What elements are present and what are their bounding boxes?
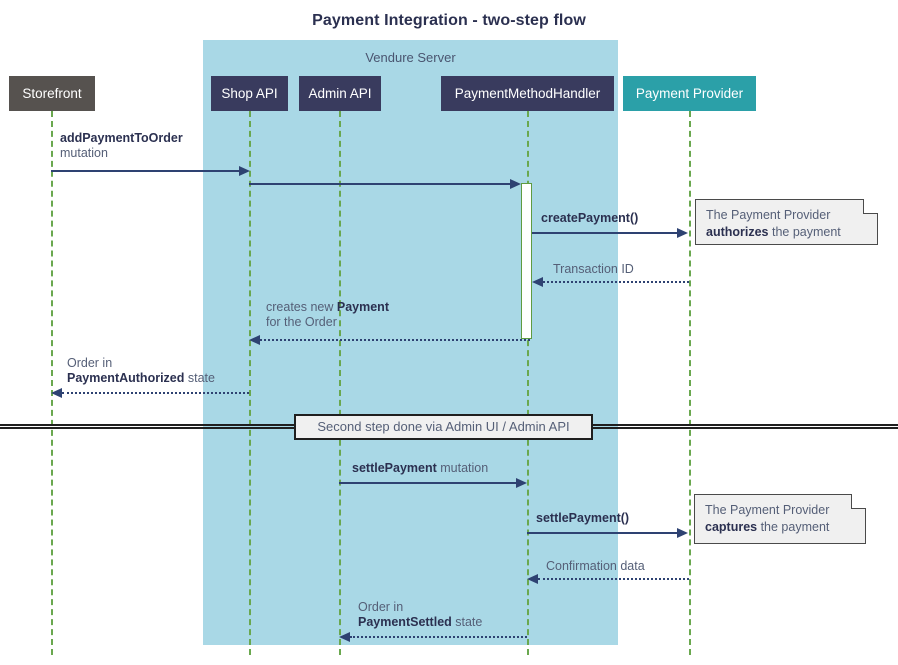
message-plain-text: mutation xyxy=(60,146,108,160)
message-bold-text: settlePayment() xyxy=(536,511,630,525)
message-line-shop-api-to-handler xyxy=(249,183,510,185)
lifeline-storefront xyxy=(51,111,53,655)
message-plain-text: Transaction ID xyxy=(553,262,634,276)
message-line-order-payment-settled xyxy=(350,636,527,638)
message-line-order-payment-authorized xyxy=(62,392,249,394)
activation-bar-payment-method-handler xyxy=(521,183,532,339)
message-label-confirmation-data: Confirmation data xyxy=(546,559,645,574)
message-line-create-payment xyxy=(532,232,677,234)
participant-storefront[interactable]: Storefront xyxy=(9,76,95,111)
arrow-head-confirmation-data xyxy=(527,574,538,584)
message-line-settle-payment-call xyxy=(527,532,677,534)
message-label-create-payment: createPayment() xyxy=(541,211,638,226)
note-line-1: The Payment Provider xyxy=(706,208,831,222)
note-fold-corner-icon xyxy=(863,199,878,214)
participant-payment-provider[interactable]: Payment Provider xyxy=(623,76,756,111)
message-label-order-payment-settled: Order in PaymentSettled state xyxy=(358,600,482,630)
message-line-settle-payment-mutation xyxy=(339,482,516,484)
message-line-2-plain: state xyxy=(184,371,215,385)
arrow-head-transaction-id xyxy=(532,277,543,287)
participant-admin-api[interactable]: Admin API xyxy=(299,76,381,111)
message-label-add-payment-to-order: addPaymentToOrder mutation xyxy=(60,131,183,161)
page-title: Payment Integration - two-step flow xyxy=(312,12,586,29)
message-line-creates-new-payment xyxy=(260,339,530,341)
note-line-2-tail: the payment xyxy=(768,225,841,239)
arrow-head-creates-new-payment xyxy=(249,335,260,345)
arrow-head-settle-payment-call xyxy=(677,528,688,538)
message-line-2-bold: PaymentSettled xyxy=(358,615,452,629)
message-label-creates-new-payment: creates new Payment for the Order xyxy=(266,300,389,330)
note-line-1: The Payment Provider xyxy=(705,503,830,517)
note-bold-word: captures xyxy=(705,520,758,534)
message-label-order-payment-authorized: Order in PaymentAuthorized state xyxy=(67,356,215,386)
message-label-transaction-id: Transaction ID xyxy=(553,262,634,277)
note-fold-corner-icon xyxy=(851,494,866,509)
message-line-add-payment-to-order xyxy=(51,170,239,172)
participant-payment-method-handler[interactable]: PaymentMethodHandler xyxy=(441,76,614,111)
note-authorizes: The Payment Provider authorizes the paym… xyxy=(695,199,878,245)
message-line-confirmation-data xyxy=(538,578,689,580)
message-line-1-plain: Order in xyxy=(67,356,113,370)
arrow-head-settle-payment-mutation xyxy=(516,478,527,488)
group-box-vendure-server xyxy=(203,40,618,645)
note-captures: The Payment Provider captures the paymen… xyxy=(694,494,866,544)
message-line-1-plain: creates new xyxy=(266,300,337,314)
divider-label-box: Second step done via Admin UI / Admin AP… xyxy=(294,414,593,440)
message-line-2-plain: state xyxy=(451,615,483,629)
message-line-1-plain: Order in xyxy=(358,600,404,614)
arrow-head-shop-api-to-handler xyxy=(510,179,521,189)
message-plain-text: Confirmation data xyxy=(546,559,645,573)
message-line-1-bold: Payment xyxy=(336,300,389,314)
group-label: Vendure Server xyxy=(365,50,456,65)
message-label-settle-payment-call: settlePayment() xyxy=(536,511,629,526)
lifeline-payment-method-handler xyxy=(527,111,529,655)
message-line-2-plain: for the Order xyxy=(266,315,337,329)
message-line-2-bold: PaymentAuthorized xyxy=(67,371,185,385)
note-bold-word: authorizes xyxy=(706,225,769,239)
note-line-2-tail: the payment xyxy=(757,520,830,534)
arrow-head-order-payment-authorized xyxy=(51,388,62,398)
arrow-head-create-payment xyxy=(677,228,688,238)
message-bold-text: settlePayment xyxy=(352,461,437,475)
lifeline-payment-provider xyxy=(689,111,691,655)
arrow-head-order-payment-settled xyxy=(339,632,350,642)
message-plain-text: mutation xyxy=(436,461,489,475)
message-line-transaction-id xyxy=(543,281,689,283)
message-bold-text: createPayment() xyxy=(541,211,639,225)
message-bold-text: addPaymentToOrder xyxy=(60,131,183,145)
lifeline-admin-api xyxy=(339,111,341,655)
participant-shop-api[interactable]: Shop API xyxy=(211,76,288,111)
message-label-settle-payment-mutation: settlePayment mutation xyxy=(352,461,488,476)
arrow-head-add-payment-to-order xyxy=(239,166,250,176)
lifeline-shop-api xyxy=(249,111,251,655)
